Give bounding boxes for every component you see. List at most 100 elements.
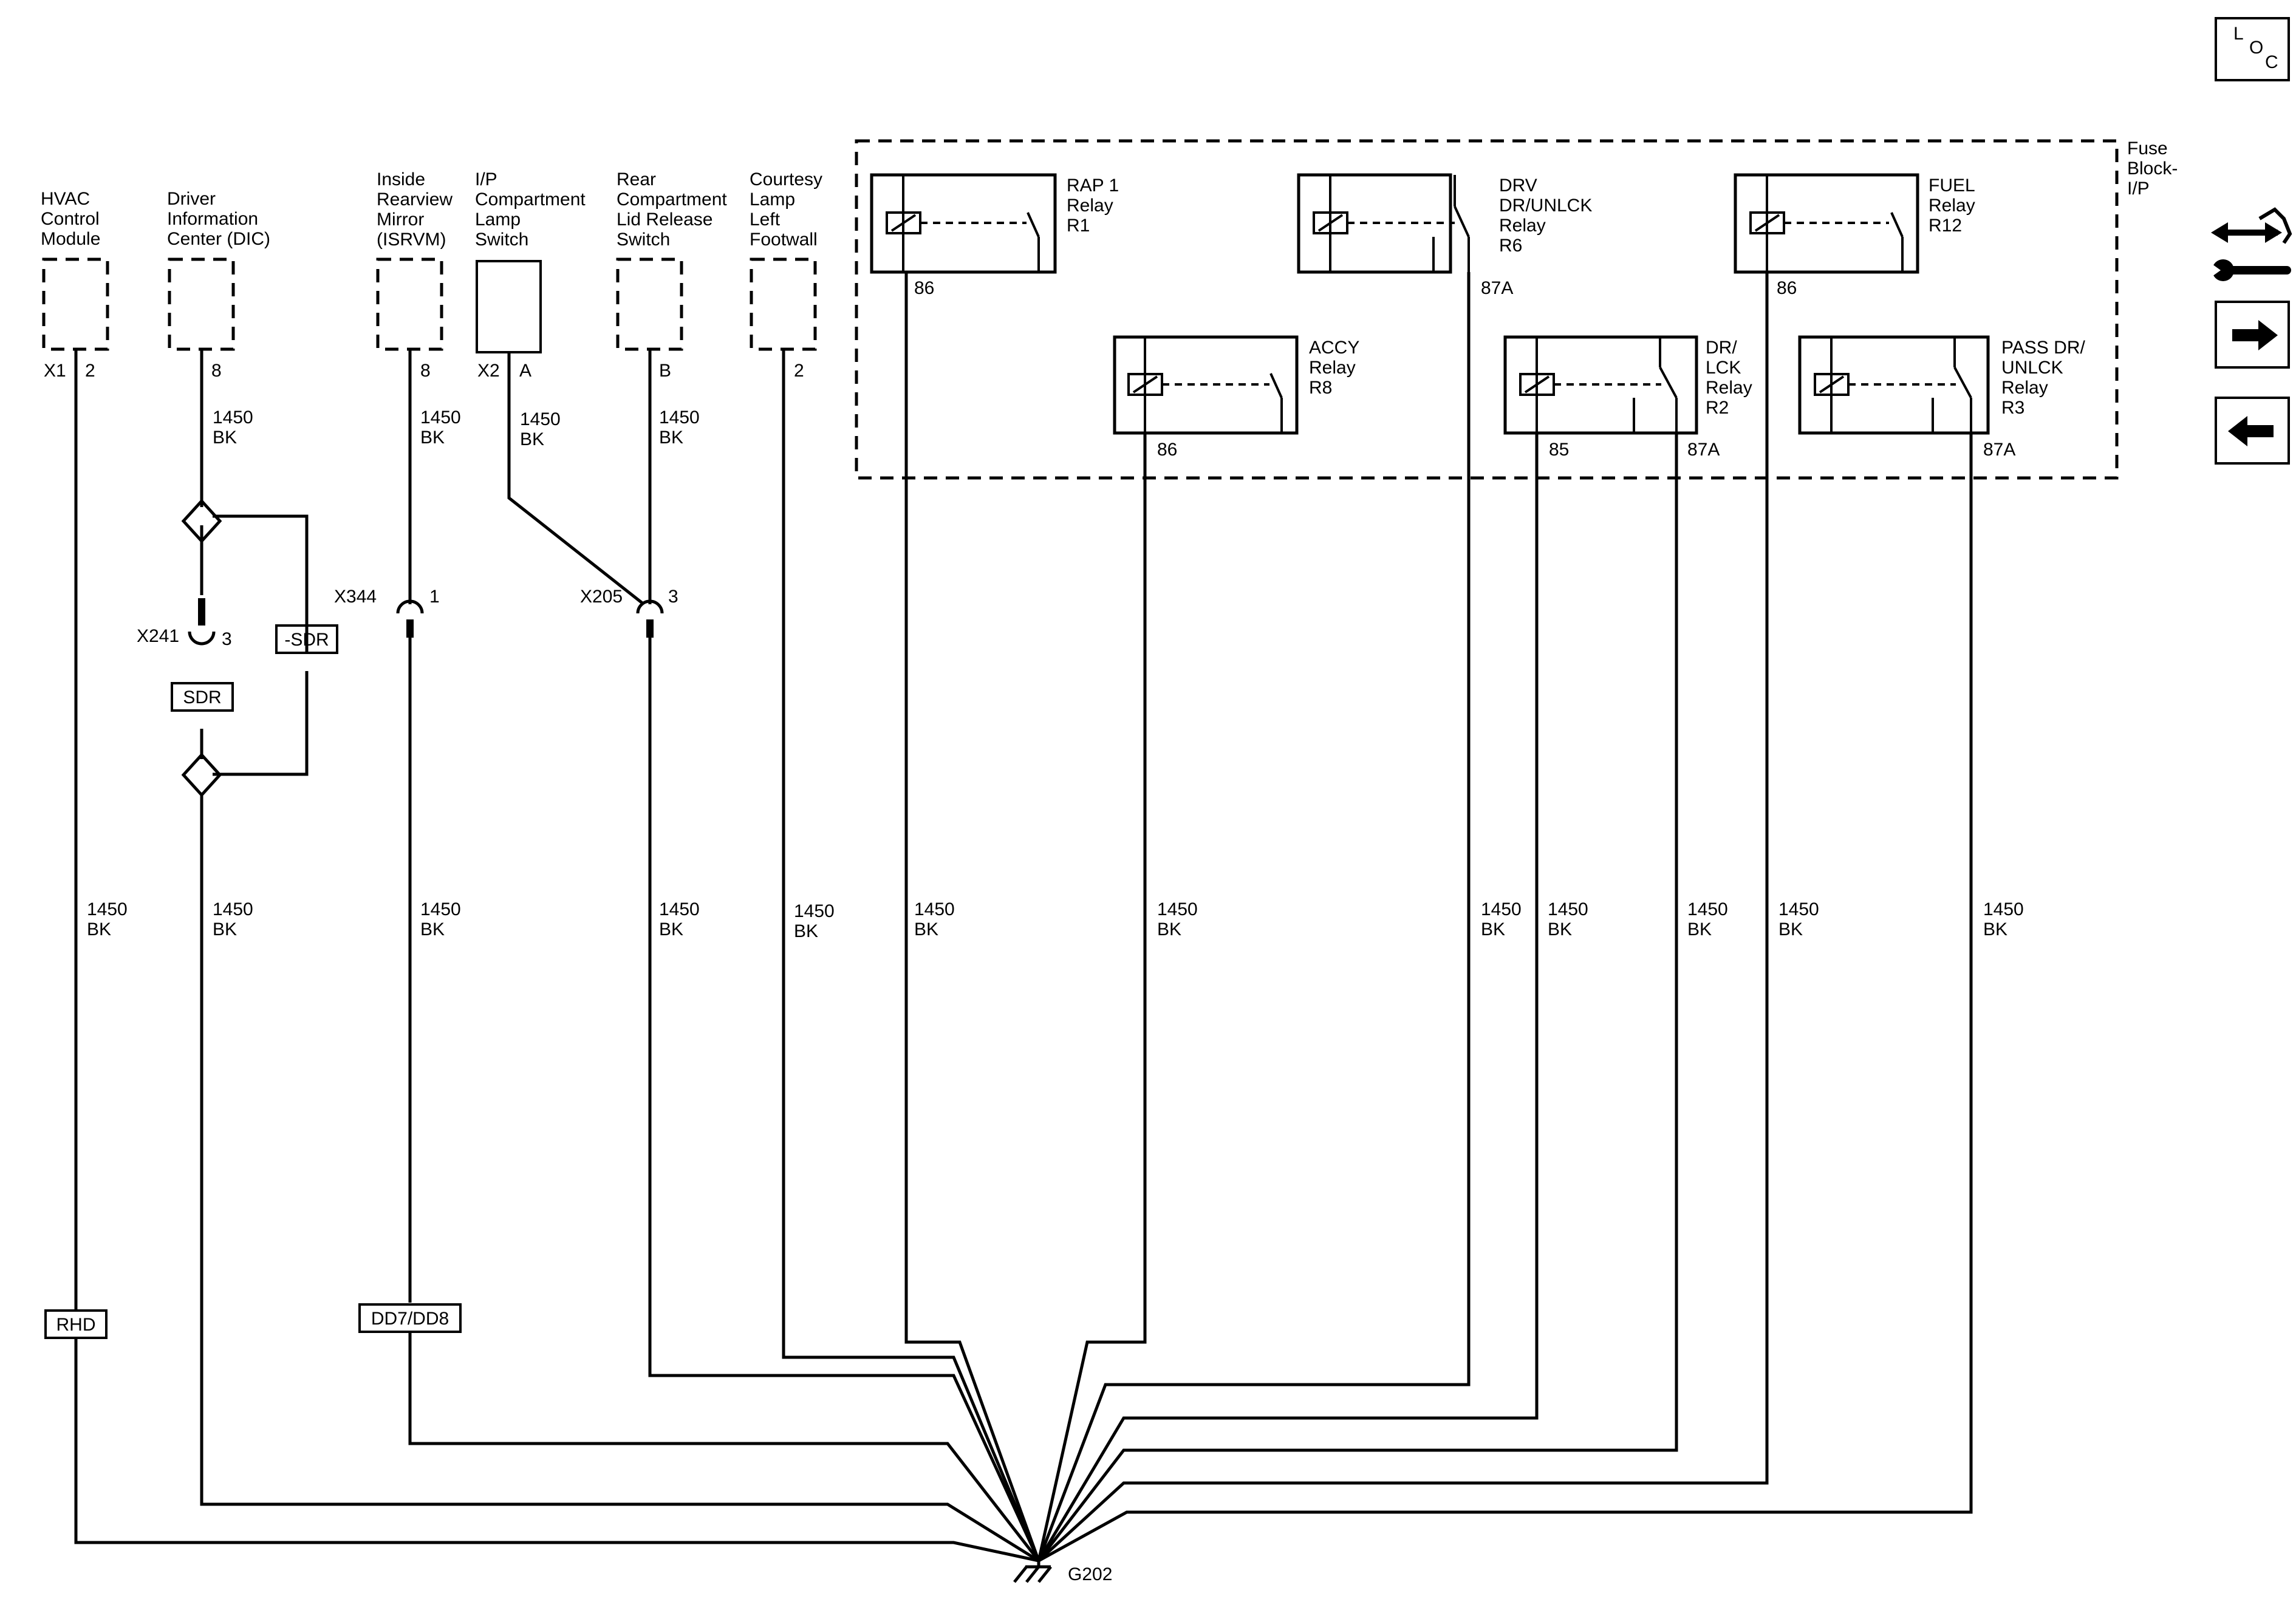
svg-text:1450: 1450 [213, 407, 253, 428]
svg-text:X241: X241 [137, 626, 179, 646]
svg-text:1450: 1450 [420, 407, 461, 428]
svg-text:8: 8 [420, 361, 431, 381]
svg-text:86: 86 [914, 278, 934, 298]
connector-repair-icon[interactable] [2211, 207, 2292, 281]
svg-text:BK: BK [1481, 919, 1505, 939]
svg-text:Driver: Driver [167, 189, 216, 209]
svg-text:Relay: Relay [1499, 216, 1546, 236]
splice-top [181, 499, 222, 544]
svg-text:Lid Release: Lid Release [617, 210, 712, 230]
relay-r2: DR/ LCK Relay R2 85 87A [1503, 335, 1752, 460]
svg-text:Module: Module [41, 229, 100, 249]
svg-text:L: L [2233, 24, 2244, 44]
svg-text:RHD: RHD [56, 1315, 96, 1335]
svg-text:R6: R6 [1499, 236, 1522, 256]
svg-text:SDR: SDR [183, 687, 221, 707]
svg-text:Footwall: Footwall [750, 230, 818, 250]
svg-text:R1: R1 [1067, 216, 1090, 236]
svg-text:Mirror: Mirror [377, 210, 424, 230]
svg-text:Courtesy: Courtesy [750, 169, 822, 189]
svg-text:FUEL: FUEL [1929, 176, 1975, 196]
svg-text:3: 3 [668, 587, 678, 607]
svg-text:1450: 1450 [520, 409, 561, 429]
svg-text:Relay: Relay [2001, 378, 2048, 398]
svg-text:1450: 1450 [1687, 899, 1728, 919]
courtesy-lamp-left-footwall: Courtesy Lamp Left Footwall 2 [750, 169, 822, 381]
svg-text:Switch: Switch [475, 230, 528, 250]
svg-text:Left: Left [750, 210, 781, 230]
relay-r6: DRV DR/UNLCK Relay R6 87A [1297, 173, 1592, 298]
svg-text:Relay: Relay [1706, 378, 1752, 398]
svg-text:Fuse: Fuse [2127, 138, 2168, 159]
svg-text:Rear: Rear [617, 169, 656, 189]
svg-text:1450: 1450 [1481, 899, 1522, 919]
rear-compartment-lid-release-switch: Rear Compartment Lid Release Switch B [616, 169, 727, 381]
svg-text:O: O [2249, 38, 2263, 58]
svg-text:R2: R2 [1706, 398, 1729, 418]
svg-text:Control: Control [41, 209, 100, 229]
previous-arrow-icon[interactable] [2215, 397, 2290, 465]
svg-text:8: 8 [211, 361, 222, 381]
svg-text:BK: BK [87, 919, 111, 939]
svg-text:Block-: Block- [2127, 159, 2178, 179]
svg-text:R12: R12 [1929, 216, 1962, 236]
svg-text:1450: 1450 [420, 899, 461, 919]
svg-text:(ISRVM): (ISRVM) [377, 230, 446, 250]
svg-text:Relay: Relay [1929, 196, 1975, 216]
svg-text:BK: BK [794, 921, 818, 941]
option-dd7-dd8: DD7/DD8 [358, 1303, 462, 1333]
svg-text:BK: BK [1548, 919, 1572, 939]
svg-text:X344: X344 [334, 587, 377, 607]
svg-text:Compartment: Compartment [617, 189, 727, 210]
svg-text:-SDR: -SDR [284, 630, 329, 650]
svg-text:Information: Information [167, 209, 258, 229]
svg-text:86: 86 [1777, 278, 1797, 298]
svg-text:1450: 1450 [659, 899, 700, 919]
svg-text:1450: 1450 [1778, 899, 1819, 919]
next-arrow-icon[interactable] [2215, 301, 2290, 369]
svg-text:Inside: Inside [377, 169, 425, 189]
loc-button[interactable]: L O C [2215, 17, 2290, 81]
relay-r12: FUEL Relay R12 86 [1734, 173, 1975, 298]
svg-text:Relay: Relay [1309, 358, 1356, 378]
relay-r1: RAP 1 Relay R1 86 [870, 173, 1119, 298]
connector-x344: X344 1 [334, 587, 440, 638]
svg-text:I/P: I/P [2127, 179, 2150, 199]
ip-compartment-lamp-switch: I/P Compartment Lamp Switch X2 A [475, 169, 586, 381]
svg-text:1450: 1450 [659, 407, 700, 428]
svg-text:1: 1 [429, 587, 440, 607]
svg-text:2: 2 [794, 361, 804, 381]
svg-text:DRV: DRV [1499, 176, 1537, 196]
svg-text:Rearview: Rearview [377, 189, 453, 210]
svg-text:86: 86 [1157, 440, 1177, 460]
svg-text:BK: BK [420, 919, 445, 939]
svg-text:C: C [2265, 52, 2278, 72]
svg-text:Switch: Switch [617, 230, 670, 250]
svg-text:87A: 87A [1481, 278, 1513, 298]
svg-text:Lamp: Lamp [750, 189, 795, 210]
svg-text:LCK: LCK [1706, 358, 1741, 378]
ground-wires [74, 272, 1973, 1563]
svg-text:G202: G202 [1068, 1564, 1112, 1584]
option-not-sdr: -SDR [275, 624, 338, 654]
svg-text:1450: 1450 [1983, 899, 2024, 919]
svg-text:X1: X1 [44, 361, 66, 381]
svg-text:I/P: I/P [475, 169, 497, 189]
svg-text:Compartment: Compartment [475, 189, 586, 210]
relay-r8: ACCY Relay R8 86 [1113, 335, 1359, 460]
svg-text:BK: BK [659, 919, 683, 939]
svg-text:2: 2 [85, 361, 95, 381]
svg-text:Relay: Relay [1067, 196, 1113, 216]
svg-text:87A: 87A [1687, 440, 1720, 460]
svg-text:B: B [659, 361, 671, 381]
svg-text:DD7/DD8: DD7/DD8 [371, 1309, 449, 1329]
svg-text:DR/UNLCK: DR/UNLCK [1499, 196, 1592, 216]
svg-text:A: A [519, 361, 531, 381]
option-sdr: SDR [171, 682, 234, 712]
svg-text:UNLCK: UNLCK [2001, 358, 2063, 378]
svg-text:1450: 1450 [1548, 899, 1588, 919]
hvac-control-module: HVAC Control Module X1 2 [41, 189, 109, 381]
svg-text:BK: BK [213, 919, 237, 939]
svg-text:85: 85 [1549, 440, 1569, 460]
